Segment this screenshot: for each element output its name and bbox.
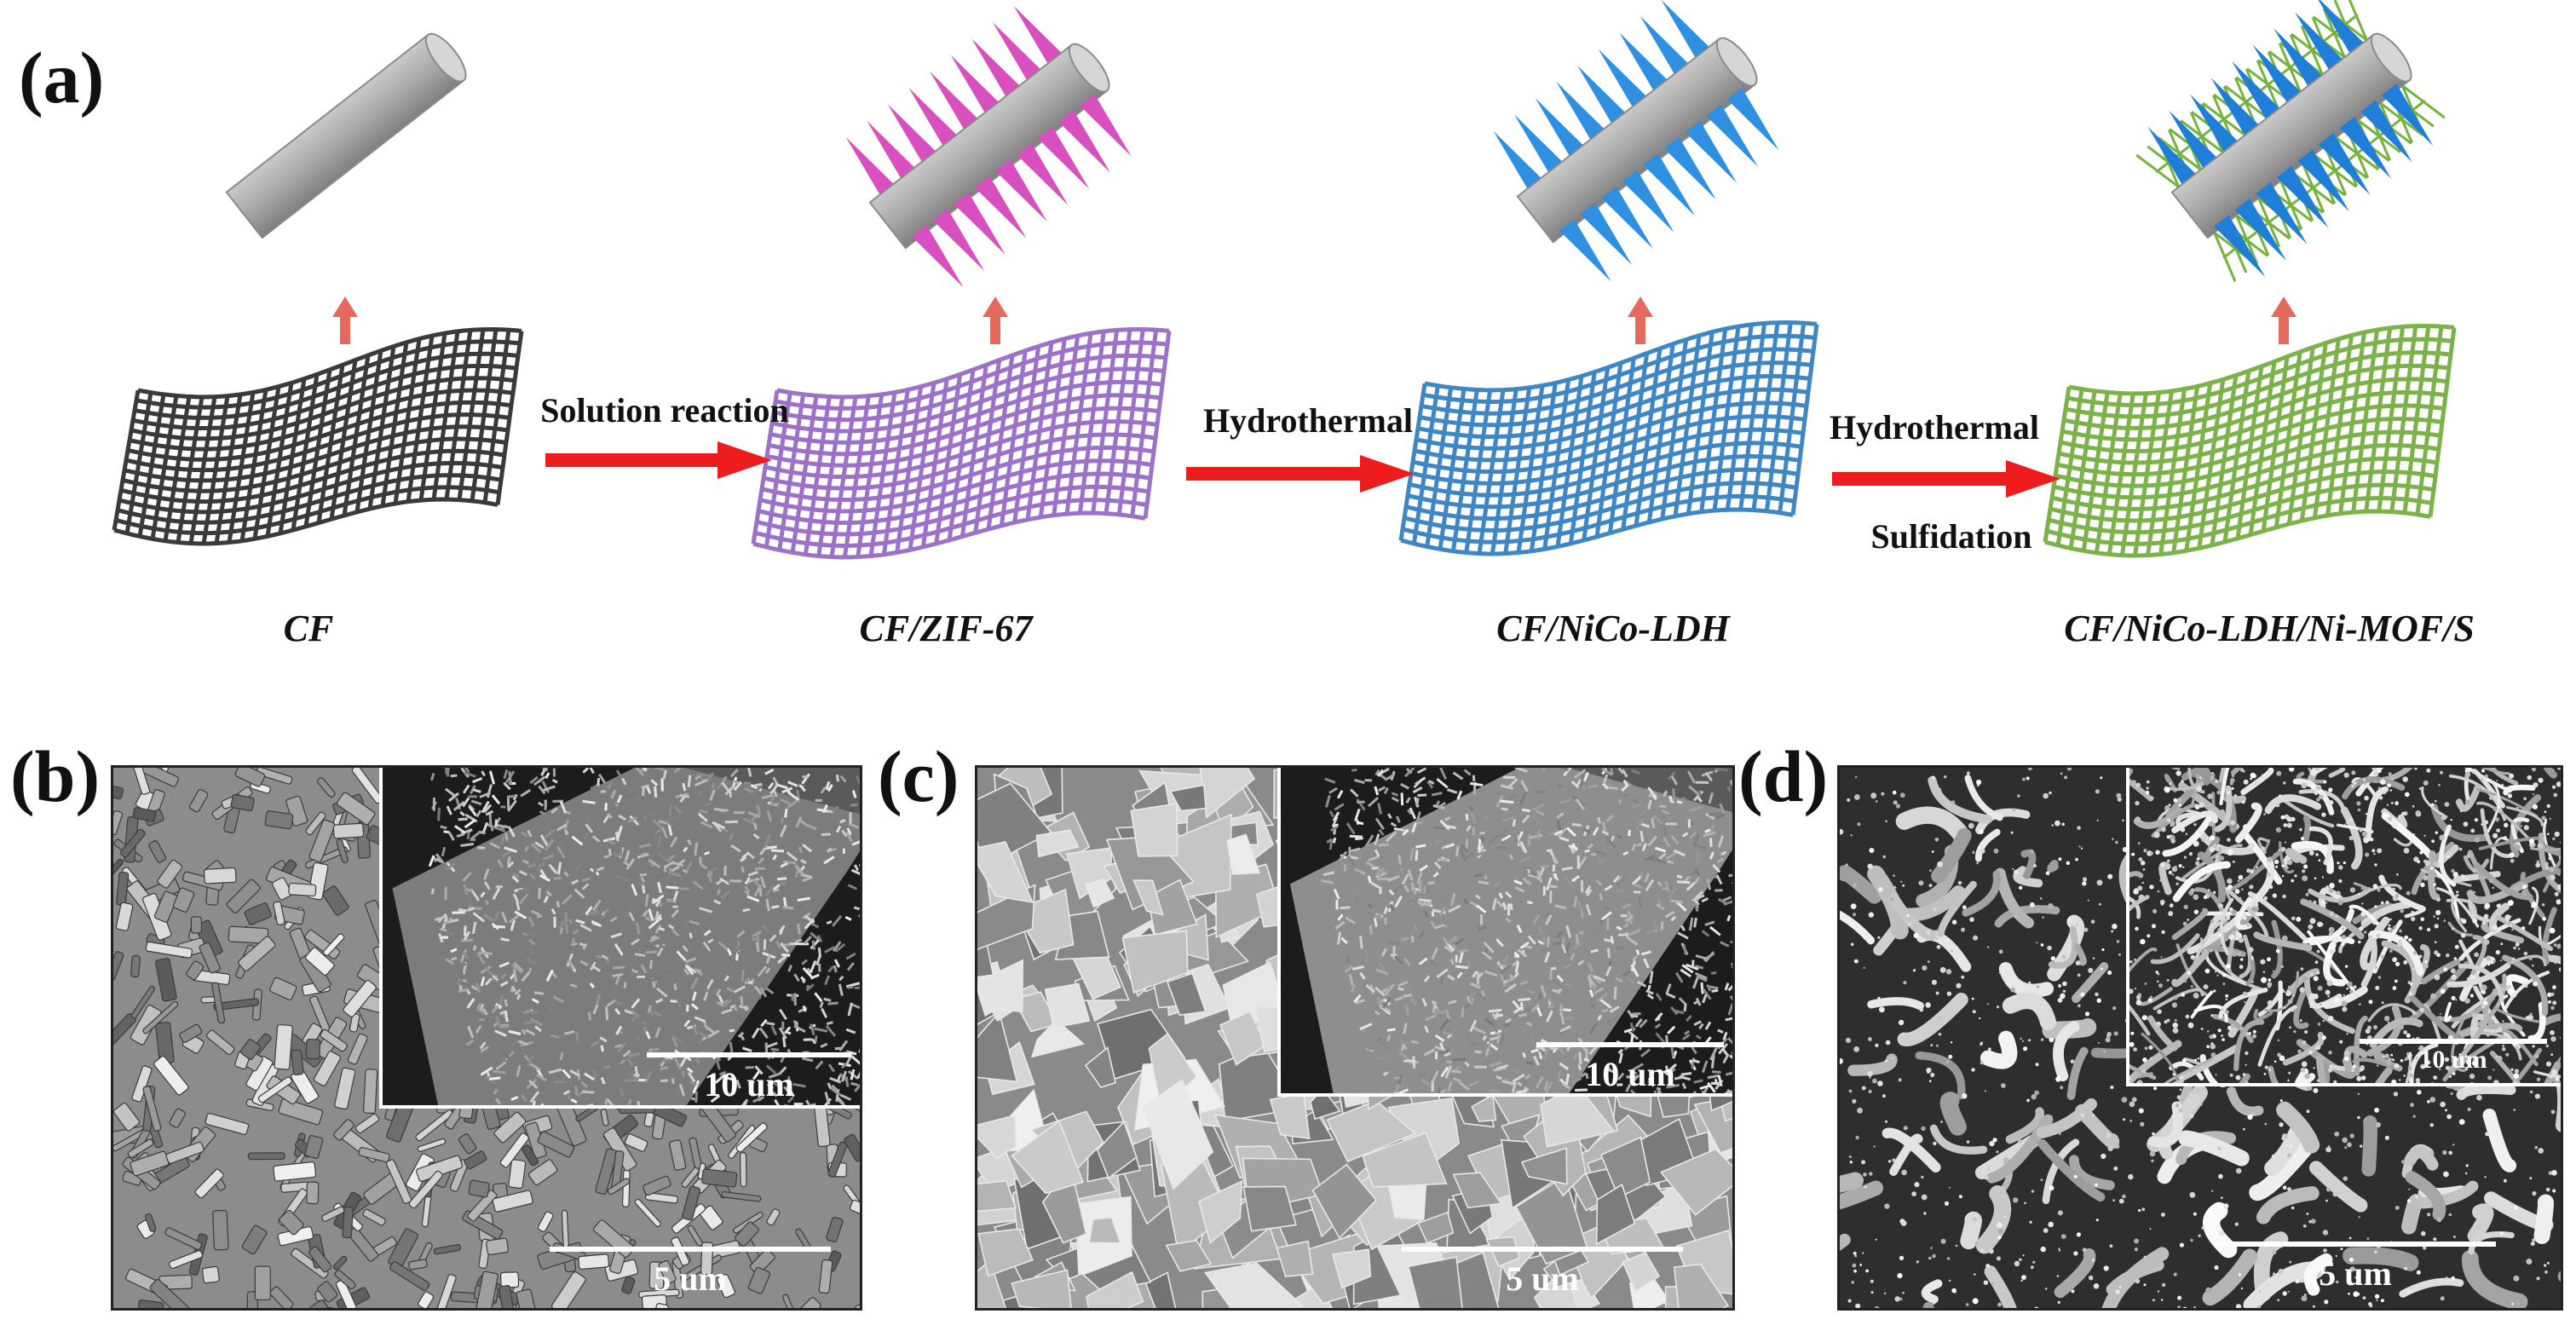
inset-scale-bar-d: 10 um: [2360, 1039, 2547, 1081]
arrow-label-solution-reaction: Solution reaction: [540, 391, 789, 429]
sem-inset-c: 10 um: [1277, 768, 1732, 1097]
fiber-0: [225, 32, 467, 239]
sem-inset-texture-b: [383, 768, 860, 1105]
sem-image-c: 10 um 5 um: [975, 765, 1735, 1311]
arrow-label-hydrothermal-1: Hydrothermal: [1203, 401, 1413, 440]
up-arrow-2: [1628, 297, 1653, 344]
sem-inset-texture-d: [2129, 768, 2561, 1083]
inset-scale-bar-b: 10 um: [647, 1052, 851, 1103]
sem-inset-texture-c: [1281, 768, 1732, 1093]
fiber-1: [845, 5, 1132, 288]
fiber-3: [2135, 0, 2446, 282]
mesh-3: [2043, 323, 2457, 558]
sem-image-b: 10 um 5 um: [111, 765, 862, 1311]
fiber-2: [1493, 0, 1779, 282]
step-label-cf-nico-ldh: CF/NiCo-LDH: [1496, 608, 1730, 649]
process-arrow-2: [1832, 460, 2060, 498]
main-scale-bar-c: 5 um: [1402, 1247, 1683, 1298]
panel-a-letter: (a): [19, 37, 105, 118]
panel-d-letter: (d): [1738, 735, 1829, 817]
up-arrow-0: [332, 297, 358, 344]
sem-inset-b: 10 um: [379, 768, 860, 1109]
step-label-cf-nico-ldh-nimof-s: CF/NiCo-LDH/Ni-MOF/S: [2064, 608, 2475, 649]
synthesis-schematic: [112, 0, 2457, 560]
arrow-label-sulfidation: Sulfidation: [1870, 517, 2032, 556]
sem-inset-d: 10 um: [2126, 768, 2561, 1086]
arrow-label-hydrothermal-2: Hydrothermal: [1830, 408, 2039, 447]
main-scale-bar-b: 5 um: [550, 1247, 831, 1298]
panel-c-letter: (c): [878, 735, 960, 817]
step-label-cf-zif67: CF/ZIF-67: [859, 608, 1033, 649]
sem-image-d: 10 um 5 um: [1837, 765, 2563, 1311]
mesh-2: [1398, 320, 1819, 556]
panel-b-letter: (b): [10, 735, 101, 817]
step-label-cf: CF: [283, 608, 334, 649]
process-arrow-0: [545, 441, 772, 479]
up-arrow-1: [983, 297, 1008, 344]
main-scale-bar-d: 5 um: [2215, 1242, 2496, 1293]
process-arrow-1: [1186, 455, 1415, 493]
inset-scale-bar-c: 10 um: [1536, 1042, 1724, 1093]
up-arrow-3: [2271, 297, 2297, 344]
mesh-0: [112, 326, 524, 546]
mesh-1: [751, 326, 1172, 560]
